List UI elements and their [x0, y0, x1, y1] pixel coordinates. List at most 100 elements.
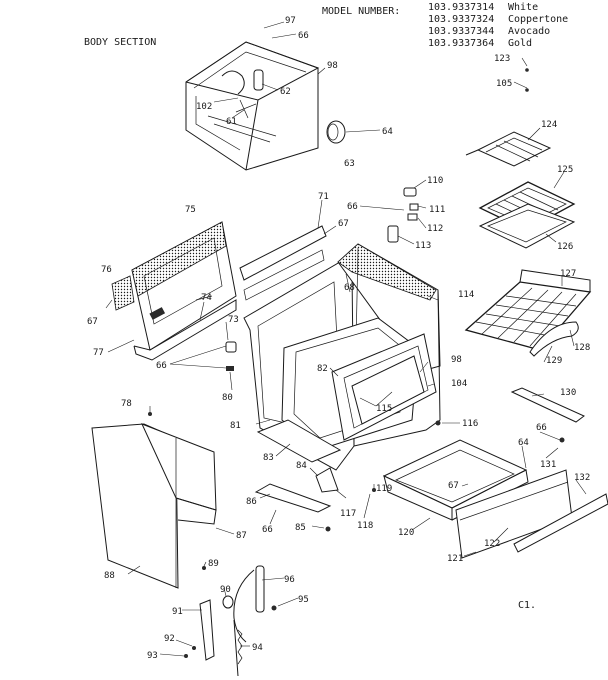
- part-label-110: 110: [427, 176, 443, 186]
- part-label-90: 90: [220, 585, 231, 595]
- section-title: BODY SECTION: [84, 37, 156, 48]
- model-1-color: White: [508, 2, 538, 13]
- broiler-pan: [478, 203, 576, 249]
- model-4-color: Gold: [508, 38, 532, 49]
- part-label-82: 82: [317, 364, 328, 374]
- part-label-71: 71: [318, 192, 329, 202]
- part-label-63: 63: [344, 159, 355, 169]
- part-label-88: 88: [104, 571, 115, 581]
- part-label-61: 61: [226, 117, 237, 127]
- part-label-80: 80: [222, 393, 233, 403]
- top-body-shell: [185, 41, 320, 171]
- rack-guide: [529, 321, 579, 357]
- part-number-labels: 97 66 98 62 102 61 64 63 123 105 124 125…: [87, 16, 590, 661]
- oven-rack: [464, 269, 592, 351]
- part-label-116: 116: [462, 419, 478, 429]
- small-fasteners-top-right: [525, 68, 529, 92]
- part-label-121: 121: [447, 554, 463, 564]
- part-label-76: 76: [101, 265, 112, 275]
- part-label-89: 89: [208, 559, 219, 569]
- part-label-62: 62: [280, 87, 291, 97]
- broiler-rack: [465, 131, 552, 167]
- part-label-67: 67: [338, 219, 349, 229]
- part-label-86: 86: [246, 497, 257, 507]
- oven-door-frame: [331, 333, 437, 441]
- part-label-85: 85: [295, 523, 306, 533]
- vent-cap: [326, 120, 346, 144]
- part-label-68: 68: [344, 283, 355, 293]
- back-brace: [239, 225, 327, 301]
- part-label-120: 120: [398, 528, 414, 538]
- model-2-color: Coppertone: [508, 14, 568, 25]
- door-hinge-assembly: [184, 565, 277, 677]
- part-label-92: 92: [164, 634, 175, 644]
- model-3-number: 103.9337344: [428, 26, 494, 37]
- part-label-132: 132: [574, 473, 590, 483]
- part-label-126: 126: [557, 242, 573, 252]
- model-1-number: 103.9337314: [428, 2, 494, 13]
- part-label-66: 66: [298, 31, 309, 41]
- part-label-66: 66: [262, 525, 273, 535]
- part-label-93: 93: [147, 651, 158, 661]
- part-label-111: 111: [429, 205, 445, 215]
- small-hardware: [225, 341, 376, 532]
- part-label-125: 125: [557, 165, 573, 175]
- left-side-panel: [111, 221, 237, 361]
- part-label-78: 78: [121, 399, 132, 409]
- part-label-94: 94: [252, 643, 263, 653]
- model-header: MODEL NUMBER: 103.9337314 White 103.9337…: [322, 2, 568, 49]
- part-label-66: 66: [536, 423, 547, 433]
- part-label-131: 131: [540, 460, 556, 470]
- part-label-130: 130: [560, 388, 576, 398]
- drawer-rails: [435, 387, 608, 553]
- storage-drawer: [382, 439, 529, 521]
- part-label-118: 118: [357, 521, 373, 531]
- part-label-96: 96: [284, 575, 295, 585]
- part-label-129: 129: [546, 356, 562, 366]
- part-label-104: 104: [451, 379, 467, 389]
- part-label-91: 91: [172, 607, 183, 617]
- model-4-number: 103.9337364: [428, 38, 494, 49]
- side-panel-88: [91, 412, 217, 589]
- part-label-66: 66: [347, 202, 358, 212]
- model-3-color: Avocado: [508, 26, 550, 37]
- part-label-75: 75: [185, 205, 196, 215]
- part-label-73: 73: [228, 315, 239, 325]
- part-label-112: 112: [427, 224, 443, 234]
- part-label-127: 127: [560, 269, 576, 279]
- part-label-98: 98: [451, 355, 462, 365]
- part-label-117: 117: [340, 509, 356, 519]
- part-label-84: 84: [296, 461, 307, 471]
- part-label-97: 97: [285, 16, 296, 26]
- part-label-128: 128: [574, 343, 590, 353]
- part-label-95: 95: [298, 595, 309, 605]
- part-label-115: 115: [376, 404, 392, 414]
- part-label-66: 66: [156, 361, 167, 371]
- part-label-124: 124: [541, 120, 557, 130]
- part-label-122: 122: [484, 539, 500, 549]
- part-label-77: 77: [93, 348, 104, 358]
- bottom-rail: [254, 419, 342, 513]
- part-label-67: 67: [87, 317, 98, 327]
- part-label-114: 114: [458, 290, 474, 300]
- part-label-113: 113: [415, 241, 431, 251]
- part-label-67: 67: [448, 481, 459, 491]
- model-number-label: MODEL NUMBER:: [322, 6, 400, 17]
- part-label-98: 98: [327, 61, 338, 71]
- part-label-64: 64: [382, 127, 393, 137]
- leader-lines: [105, 21, 587, 657]
- part-label-81: 81: [230, 421, 241, 431]
- part-label-102: 102: [196, 102, 212, 112]
- footer-code: C1.: [518, 600, 536, 611]
- model-2-number: 103.9337324: [428, 14, 494, 25]
- part-label-105: 105: [496, 79, 512, 89]
- thermostat-bracket: [387, 187, 419, 243]
- part-label-123: 123: [494, 54, 510, 64]
- part-label-74: 74: [201, 293, 212, 303]
- part-label-119: 119: [376, 484, 392, 494]
- part-label-87: 87: [236, 531, 247, 541]
- part-label-64: 64: [518, 438, 529, 448]
- part-label-83: 83: [263, 453, 274, 463]
